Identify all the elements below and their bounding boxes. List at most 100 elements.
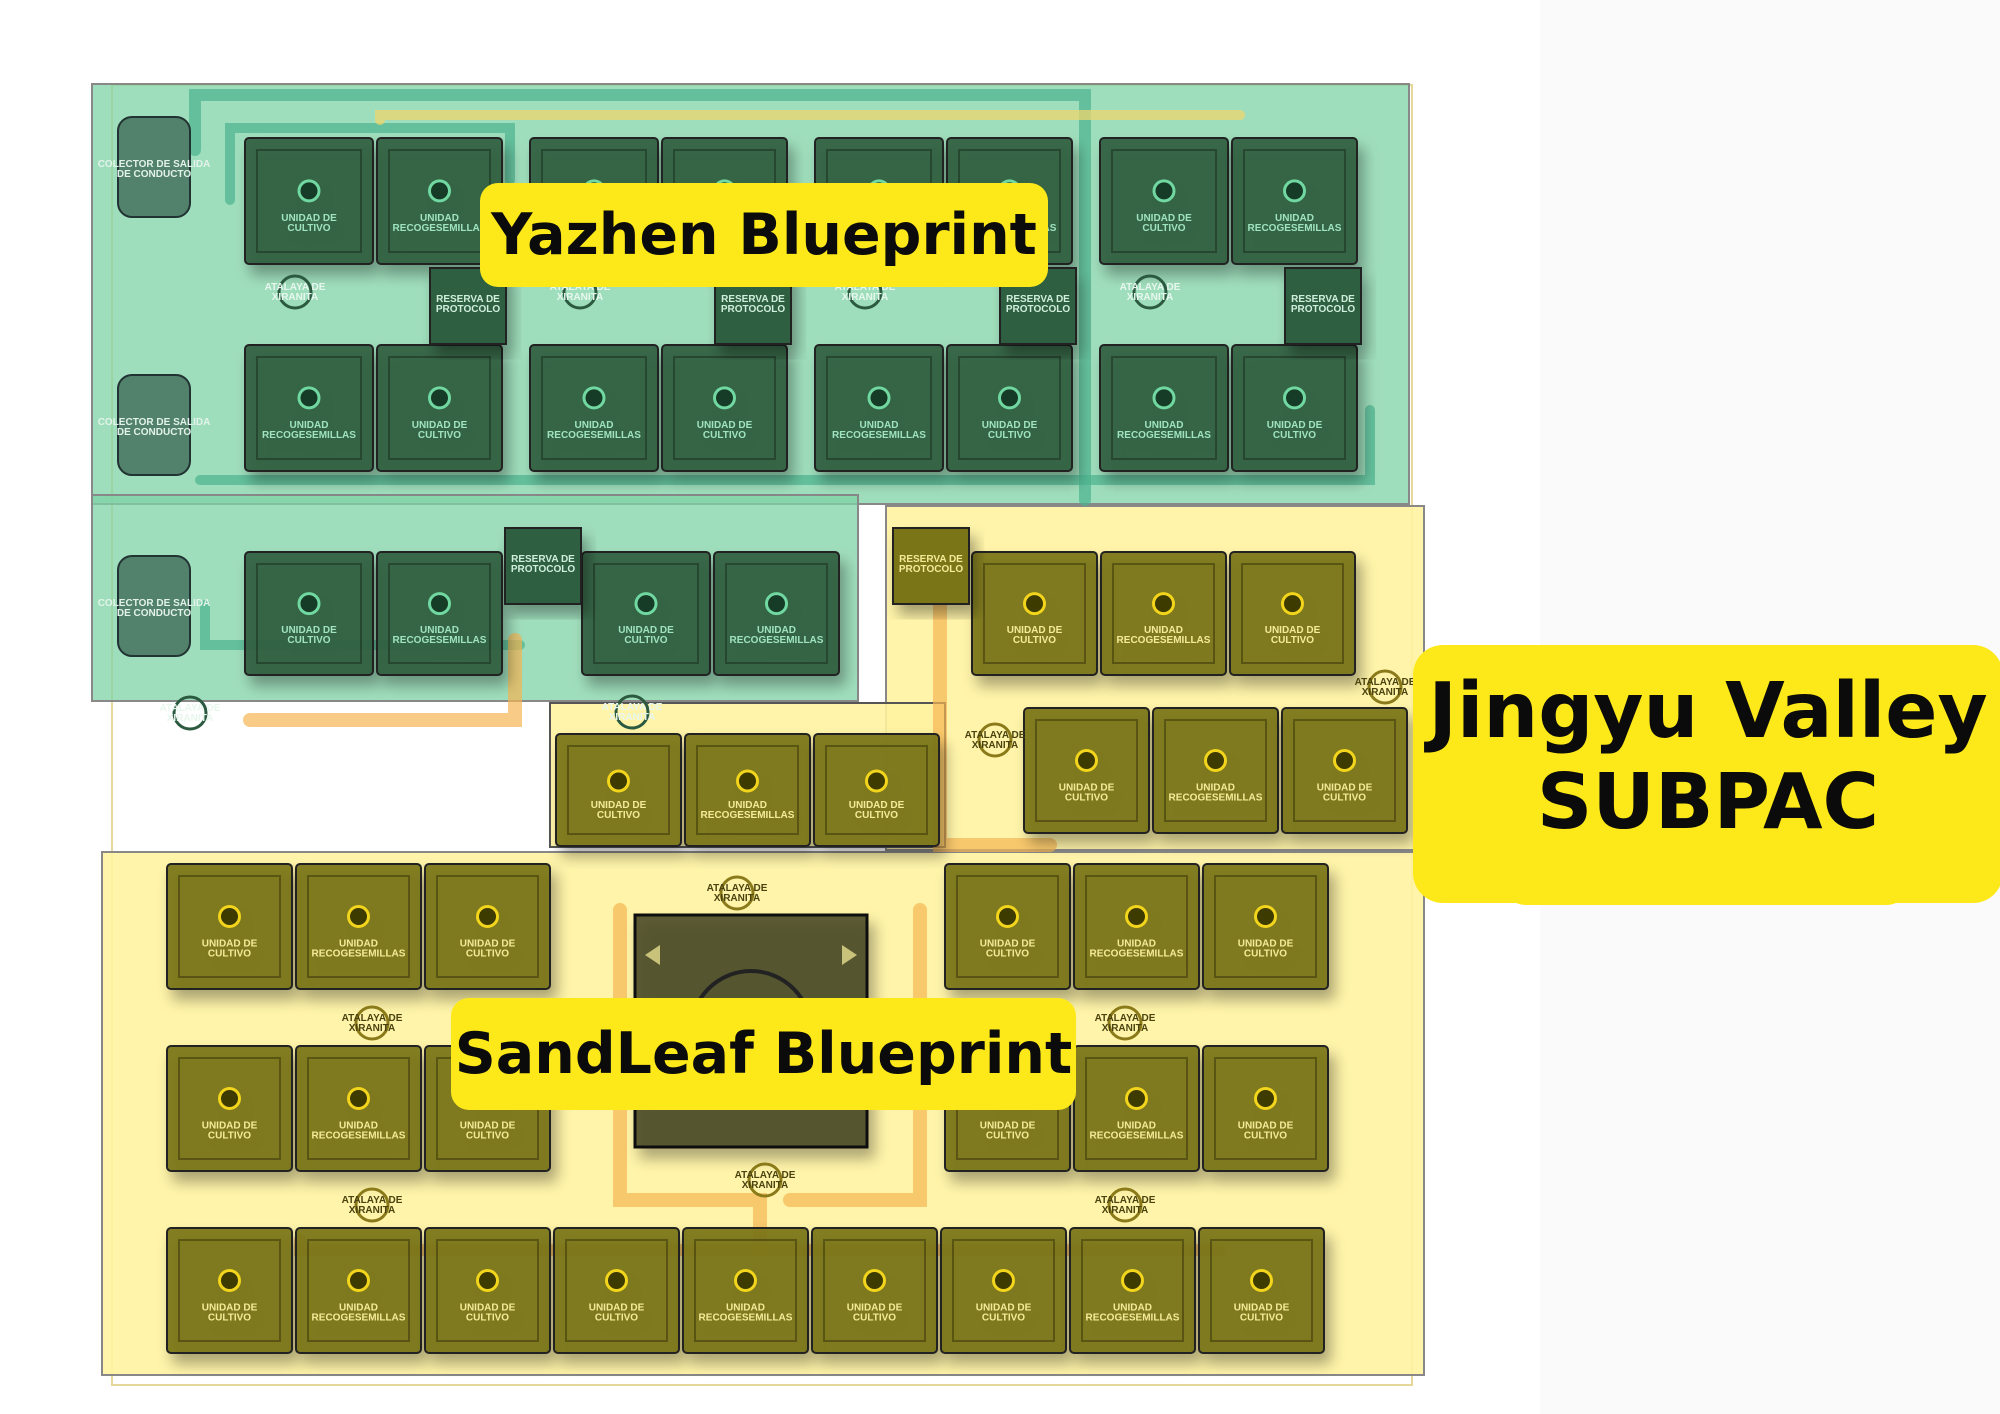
unit-inner-frame bbox=[694, 1239, 797, 1342]
colector-body bbox=[117, 555, 191, 657]
atalaya-ring bbox=[1132, 274, 1168, 310]
unit-inner-frame bbox=[1243, 356, 1346, 460]
unit-core-icon bbox=[713, 386, 736, 410]
unit-core-icon bbox=[218, 1269, 241, 1292]
pipe-middle-run bbox=[195, 405, 1375, 485]
yazhen-blueprint-callout: Yazhen Blueprint bbox=[480, 183, 1048, 287]
unit-core-icon bbox=[1152, 179, 1176, 203]
unit-core-icon bbox=[1152, 592, 1175, 616]
pipe-top-left bbox=[225, 123, 515, 205]
unit-inner-frame bbox=[436, 875, 539, 978]
unit-core-icon bbox=[218, 1087, 241, 1110]
atalaya-ring bbox=[1107, 1187, 1143, 1223]
reserva-body bbox=[1284, 267, 1362, 345]
unit-core-icon bbox=[1283, 179, 1306, 203]
unit-inner-frame bbox=[256, 563, 362, 664]
unit-core-icon bbox=[605, 1269, 628, 1292]
sandleaf-blueprint-callout: SandLeaf Blueprint bbox=[451, 998, 1076, 1110]
unit-core-icon bbox=[218, 905, 241, 928]
unit-inner-frame bbox=[1293, 719, 1396, 822]
unit-core-icon bbox=[347, 1087, 370, 1110]
unit-core-icon bbox=[1250, 1269, 1273, 1292]
atalaya-ring bbox=[614, 694, 650, 730]
unit-core-icon bbox=[1204, 749, 1227, 772]
atalaya-ring bbox=[977, 722, 1013, 758]
colector-body bbox=[117, 374, 191, 476]
unit-inner-frame bbox=[823, 1239, 926, 1342]
unit-core-icon bbox=[865, 769, 888, 793]
unit-core-icon bbox=[1254, 905, 1277, 928]
unit-inner-frame bbox=[1035, 719, 1138, 822]
unit-inner-frame bbox=[1214, 875, 1317, 978]
unit-core-icon bbox=[765, 592, 788, 616]
unit-core-icon bbox=[476, 1269, 499, 1292]
unit-core-icon bbox=[476, 905, 499, 928]
unit-inner-frame bbox=[1210, 1239, 1313, 1342]
unit-core-icon bbox=[1125, 905, 1148, 928]
unit-inner-frame bbox=[1164, 719, 1267, 822]
atalaya-ring bbox=[719, 875, 755, 911]
unit-core-icon bbox=[1333, 749, 1356, 772]
unit-inner-frame bbox=[1081, 1239, 1184, 1342]
unit-core-icon bbox=[992, 1269, 1015, 1292]
unit-inner-frame bbox=[696, 745, 799, 835]
unit-core-icon bbox=[428, 592, 451, 616]
atalaya-ring bbox=[1107, 1005, 1143, 1041]
